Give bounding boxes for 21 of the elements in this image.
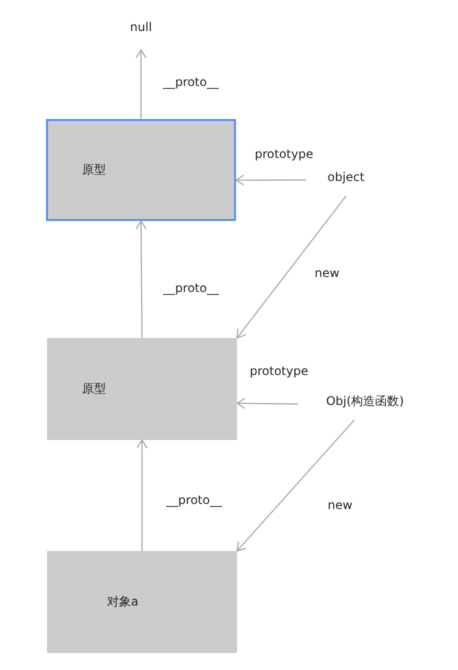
arrow [236,398,298,409]
arrow [135,49,147,119]
object-box [47,551,237,653]
node-text: null [121,14,161,50]
arrow [235,174,306,186]
edge-label: __proto__ [162,75,220,89]
node-text: Obj(构造函数) [298,388,432,420]
edge-label: prototype [248,364,310,378]
edge-label: prototype [254,147,314,161]
object-box [46,119,236,221]
arrow [135,220,147,338]
arrow [236,196,346,339]
object-box [47,338,237,440]
arrow [136,439,148,551]
edge-label: __proto__ [165,493,223,507]
node-text: object [306,164,386,196]
arrow [236,420,355,552]
edge-label: __proto__ [162,281,220,295]
box-label: 原型 [82,380,106,398]
box-label: 原型 [82,162,106,178]
box-label: 对象a [107,594,138,610]
